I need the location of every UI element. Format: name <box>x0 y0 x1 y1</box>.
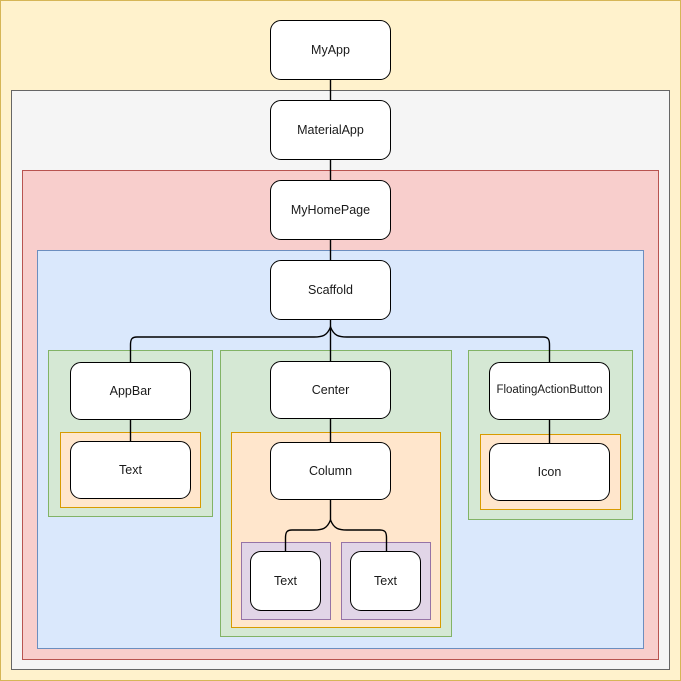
node-textright[interactable]: Text <box>350 551 421 611</box>
node-label: AppBar <box>109 383 152 398</box>
node-myhomepage[interactable]: MyHomePage <box>270 180 391 240</box>
node-icon[interactable]: Icon <box>489 443 610 501</box>
node-label: Column <box>308 463 353 478</box>
node-fab[interactable]: FloatingActionButton <box>489 362 610 420</box>
node-scaffold[interactable]: Scaffold <box>270 260 391 320</box>
node-label: Text <box>274 573 297 588</box>
node-materialapp[interactable]: MaterialApp <box>270 100 391 160</box>
node-label: MaterialApp <box>297 122 364 137</box>
node-label: MyApp <box>311 42 350 57</box>
node-label: MyHomePage <box>290 202 371 217</box>
node-label: Scaffold <box>308 282 353 297</box>
node-label: FloatingActionButton <box>496 384 603 397</box>
node-label: Text <box>119 462 142 477</box>
node-appbartext[interactable]: Text <box>70 441 191 499</box>
node-center[interactable]: Center <box>270 361 391 419</box>
node-label: Icon <box>537 464 562 479</box>
node-appbar[interactable]: AppBar <box>70 362 191 420</box>
node-column[interactable]: Column <box>270 442 391 500</box>
node-textleft[interactable]: Text <box>250 551 321 611</box>
node-label: Center <box>311 382 350 397</box>
node-label: Text <box>374 573 397 588</box>
node-myapp[interactable]: MyApp <box>270 20 391 80</box>
